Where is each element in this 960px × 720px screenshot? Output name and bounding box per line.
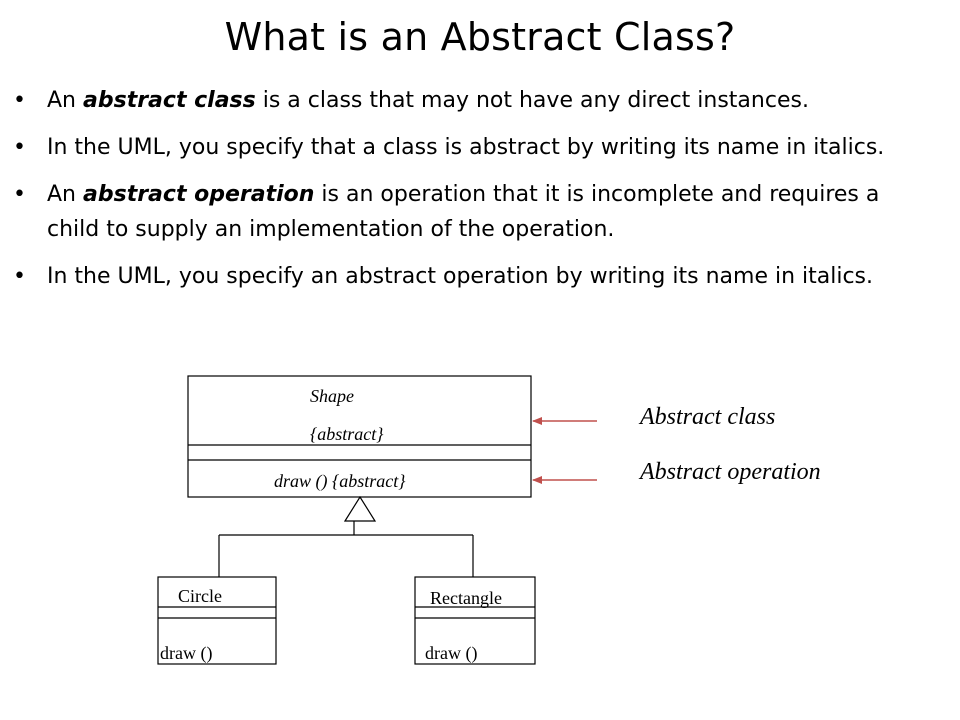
bullet-item: • An abstract class is a class that may n… [13,83,935,118]
rectangle-operation: draw () [425,643,477,664]
shape-class-box: Shape {abstract} draw () {abstract} [187,375,532,498]
bullet-item: • In the UML, you specify an abstract ope… [13,259,935,294]
bullet-text: An [47,182,83,207]
bullet-dot: • [13,88,26,113]
rectangle-class-border [414,576,536,665]
bullet-text: is a class that may not have any direct … [255,88,809,113]
rectangle-class-box: Rectangle draw () [414,576,536,665]
circle-class-name: Circle [178,586,222,606]
bullet-text: In the UML, you specify an abstract oper… [47,264,874,289]
bullet-text: An [47,88,83,113]
abstract-class-label: Abstract class [638,404,775,430]
bullet-text: is an operation that it is incomplete an… [47,182,880,242]
bullet-text: In the UML, you specify that a class is … [47,135,885,160]
shape-class-stereotype: {abstract} [310,424,384,444]
bullet-dot: • [13,135,26,160]
bullet-emphasis: abstract operation [83,182,315,207]
abstract-operation-label: Abstract operation [638,459,821,485]
shape-abstract-operation: draw () {abstract} [274,471,406,492]
circle-operation: draw () [160,643,212,664]
generalization-connector [218,495,474,577]
bullet-dot: • [13,182,26,207]
bullet-item: • In the UML, you specify that a class is… [13,130,935,165]
bullet-list: • An abstract class is a class that may n… [13,83,935,306]
bullet-dot: • [13,264,26,289]
circle-class-box: Circle draw () [157,576,277,665]
page-title: What is an Abstract Class? [224,15,736,59]
shape-class-name: Shape [310,386,354,406]
rectangle-class-name: Rectangle [430,588,502,608]
bullet-emphasis: abstract class [83,88,256,113]
circle-class-border [157,576,277,665]
inheritance-triangle-icon [343,495,377,522]
bullet-item: • An abstract operation is an operation t… [13,177,935,247]
